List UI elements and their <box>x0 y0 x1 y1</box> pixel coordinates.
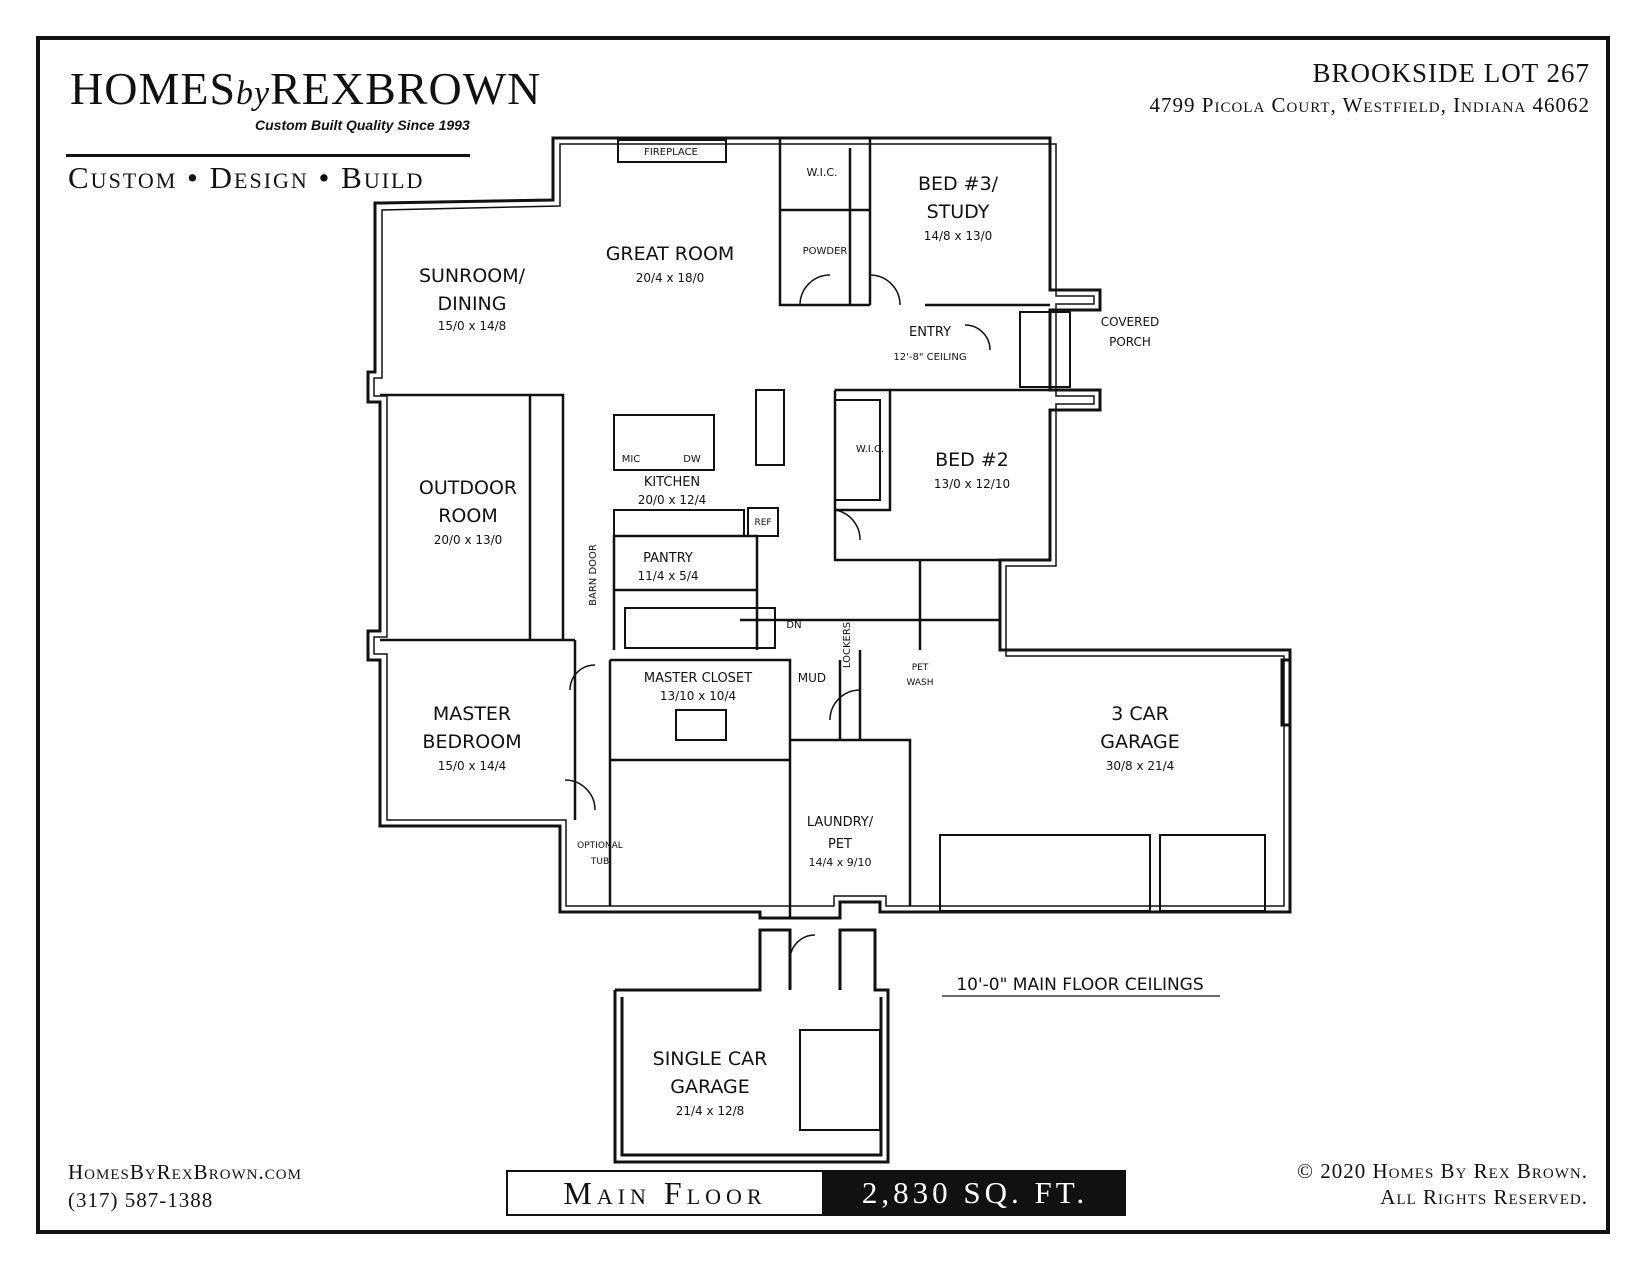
bed3-name-1: BED #3/ <box>918 173 999 195</box>
door-swing <box>799 274 831 306</box>
petwash-label-1: PET <box>912 663 929 673</box>
barn-door-label: BARN DOOR <box>588 544 599 606</box>
outdoor-name-2: ROOM <box>438 505 498 527</box>
garage3-dim: 30/8 x 21/4 <box>1106 759 1175 773</box>
ref-space <box>747 507 779 537</box>
door-swing <box>564 779 596 811</box>
garage3-name-1: 3 CAR <box>1111 703 1169 725</box>
petwash-label-2: WASH <box>906 678 933 688</box>
room-labels: FIREPLACE GREAT ROOM 20/4 x 18/0 SUNROOM… <box>419 147 1220 1118</box>
master-closet-dim: 13/10 x 10/4 <box>660 689 736 703</box>
entry-note: 12'-8" CEILING <box>893 352 966 363</box>
bed2-name: BED #2 <box>935 449 1009 471</box>
porch-name-2: PORCH <box>1109 335 1151 349</box>
interior-walls <box>380 138 1050 918</box>
exterior-wall-inner <box>373 143 1285 907</box>
kitchen-counter <box>613 509 745 537</box>
porch-name-1: COVERED <box>1101 315 1160 329</box>
lockers-label: LOCKERS <box>842 622 853 668</box>
porch-box <box>1019 311 1071 388</box>
entry-name: ENTRY <box>909 325 951 340</box>
fireplace-box <box>617 139 727 163</box>
page-frame <box>36 36 1610 1234</box>
mud-label: MUD <box>798 671 826 685</box>
garage-door-2 <box>1159 834 1266 912</box>
phone-number: (317) 587-1388 <box>68 1188 214 1212</box>
single-garage-door <box>799 1029 881 1131</box>
wic2-label: W.I.C. <box>856 444 884 455</box>
stair-run <box>624 607 776 649</box>
garage-door-1 <box>939 834 1151 912</box>
single-garage-walls <box>613 928 890 1164</box>
custom-design-build: Custom • Design • Build <box>68 160 425 195</box>
copyright-line-1: © 2020 Homes By Rex Brown. <box>1297 1159 1588 1183</box>
dn-label: DN <box>786 620 801 631</box>
fireplace-label: FIREPLACE <box>644 147 698 158</box>
garage1-dim: 21/4 x 12/8 <box>676 1104 745 1118</box>
floor-label: Main Floor <box>506 1170 824 1216</box>
master-bed-dim: 15/0 x 14/4 <box>438 759 507 773</box>
powder-label: POWDER <box>803 246 848 257</box>
optional-tub-label-2: TUB <box>590 857 609 867</box>
contact-info: HomesByRexBrown.com (317) 587-1388 <box>68 1158 302 1214</box>
door-swing <box>569 664 596 691</box>
project-lot: BROOKSIDE LOT 267 <box>1312 58 1590 88</box>
logo-tagline: Custom Built Quality Since 1993 <box>255 117 470 133</box>
kitchen-dim: 20/0 x 12/4 <box>638 493 707 507</box>
copyright-line-2: All Rights Reserved. <box>1380 1185 1588 1209</box>
tall-cabinet <box>755 389 785 466</box>
optional-tub-label-1: OPTIONAL <box>577 841 623 851</box>
master-closet-name: MASTER CLOSET <box>644 671 752 686</box>
sunroom-dim: 15/0 x 14/8 <box>438 319 507 333</box>
project-address: 4799 Picola Court, Westfield, Indiana 46… <box>1149 93 1590 117</box>
logo-wordmark: HOMESbyREXBROWN <box>70 63 542 114</box>
wic1-label: W.I.C. <box>806 166 837 179</box>
door-swing <box>829 689 861 721</box>
mic-label: MIC <box>622 454 641 465</box>
sqft-label: 2,830 SQ. FT. <box>824 1170 1126 1216</box>
ref-label: REF <box>754 518 771 528</box>
outdoor-dim: 20/0 x 13/0 <box>434 533 503 547</box>
laundry-name-1: LAUNDRY/ <box>807 815 874 830</box>
door-swing <box>964 324 991 351</box>
door-swings <box>564 274 991 961</box>
door-swing <box>789 934 816 961</box>
great-room-name: GREAT ROOM <box>606 243 735 265</box>
website-link[interactable]: HomesByRexBrown.com <box>68 1160 302 1184</box>
door-swing <box>834 509 861 541</box>
bed3-dim: 14/8 x 13/0 <box>924 229 993 243</box>
dw-label: DW <box>683 454 701 465</box>
master-bed-name-1: MASTER <box>433 703 511 725</box>
exterior-wall <box>366 136 1292 920</box>
garage1-name-1: SINGLE CAR <box>653 1048 768 1070</box>
plan-walls <box>366 136 1292 1164</box>
garage3-name-2: GARAGE <box>1100 731 1180 753</box>
master-bed-name-2: BEDROOM <box>422 731 521 753</box>
pantry-name: PANTRY <box>643 551 693 566</box>
kitchen-island <box>613 414 715 471</box>
bed3-name-2: STUDY <box>927 201 990 223</box>
bed2-wic <box>834 399 881 501</box>
closet-island <box>675 709 727 741</box>
garage1-name-2: GARAGE <box>670 1076 750 1098</box>
pantry-dim: 11/4 x 5/4 <box>638 569 699 583</box>
copyright: © 2020 Homes By Rex Brown. All Rights Re… <box>1297 1158 1588 1210</box>
sunroom-name-1: SUNROOM/ <box>419 265 526 287</box>
sunroom-name-2: DINING <box>438 293 507 315</box>
great-room-dim: 20/4 x 18/0 <box>636 271 705 285</box>
outdoor-name-1: OUTDOOR <box>419 477 517 499</box>
laundry-name-2: PET <box>828 837 852 852</box>
ceiling-note: 10'-0" MAIN FLOOR CEILINGS <box>956 975 1203 995</box>
project-info: BROOKSIDE LOT 267 4799 Picola Court, Wes… <box>1150 58 1590 118</box>
header-divider <box>66 154 470 157</box>
kitchen-name: KITCHEN <box>644 475 700 490</box>
bed2-dim: 13/0 x 12/10 <box>934 477 1010 491</box>
company-logo: HOMESbyREXBROWN Custom Built Quality Sin… <box>70 63 542 134</box>
door-swing <box>869 274 901 306</box>
laundry-dim: 14/4 x 9/10 <box>809 856 872 869</box>
